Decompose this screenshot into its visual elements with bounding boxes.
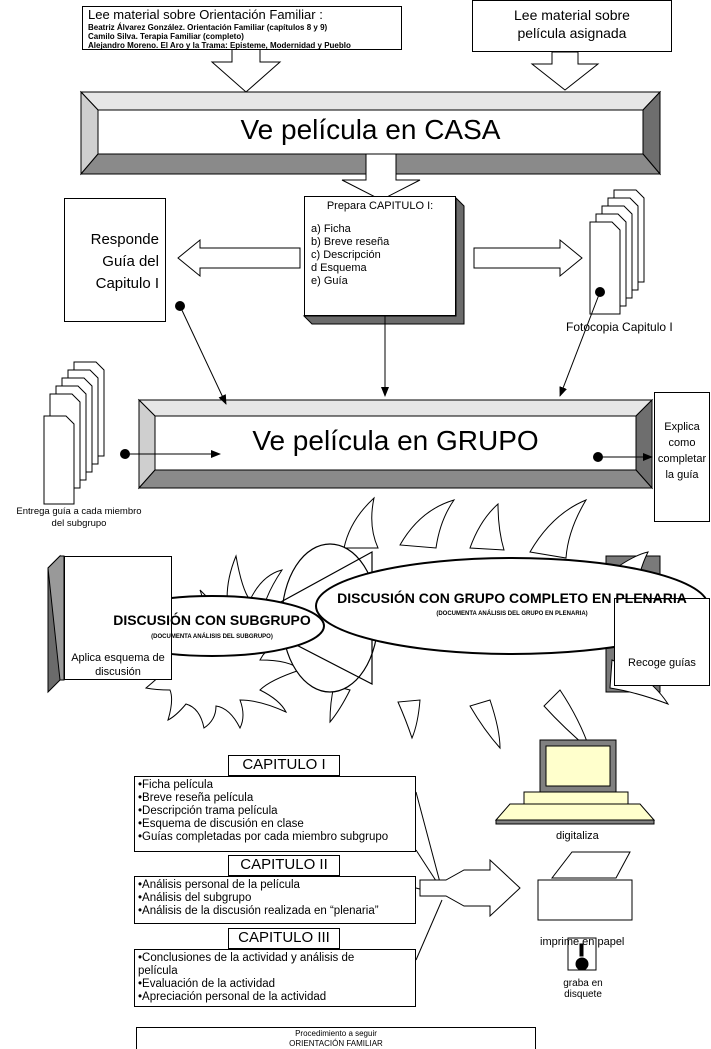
cap3-item-2: •Evaluación de la actividad (138, 978, 276, 990)
plenaria-sub: (DOCUMENTA ANÁLISIS DEL GRUPO EN PLENARI… (436, 611, 588, 617)
recoge-panel: Recoge guías (614, 598, 710, 686)
printer-graphic (537, 851, 633, 921)
arrow-to-fotocopia (473, 238, 583, 278)
responde-line2: Guía del (102, 253, 159, 270)
banner-grupo-label: Ve película en GRUPO (252, 425, 539, 456)
diskette-graphic (567, 937, 597, 971)
down-arrow-casa (341, 153, 421, 201)
arrow-to-printer (419, 858, 521, 918)
entrega-label: Entrega guía a cada miembro del subgrupo (4, 506, 154, 530)
top-left-box: Lee material sobre Orientación Familiar … (82, 6, 402, 50)
cap1-item-3: •Descripción trama película (138, 805, 278, 817)
cap1-list: •Ficha película •Breve reseña película •… (134, 776, 416, 852)
prepara-box: Prepara CAPITULO I: a) Ficha b) Breve re… (304, 196, 456, 316)
top-right-box: Lee material sobre película asignada (472, 0, 672, 52)
prepara-title: Prepara CAPITULO I: (326, 200, 434, 212)
imprime-label: imprime en papel (540, 936, 625, 948)
down-arrow-right (530, 51, 600, 91)
cap3-item-3: •Apreciación personal de la actividad (138, 991, 327, 1003)
responde-box: Responde Guía del Capitulo I (64, 198, 166, 322)
aplica-line2: discusión (95, 666, 141, 678)
cap1-item-1: •Ficha película (138, 779, 213, 791)
banner-grupo-frame (137, 398, 654, 490)
fotocopia-label: Fotocopia Capitulo I (566, 320, 673, 334)
cap3-item-1: •Conclusiones de la actividad y análisis… (138, 952, 355, 964)
cap1-item-5: •Guías completadas por cada miembro subg… (138, 831, 389, 843)
top-left-title: Lee material sobre Orientación Familiar … (88, 7, 323, 22)
ref-1: Beatriz Álvarez González. Orientación Fa… (88, 23, 328, 32)
explica-box: Explica como completar la guía (654, 392, 710, 522)
cap2-title: CAPITULO II (228, 855, 340, 876)
explica-line3: completar (657, 453, 707, 465)
top-right-line1: Lee material sobre (514, 7, 630, 23)
footer-line2: ORIENTACIÓN FAMILIAR (289, 1039, 383, 1048)
subgrupo-title: DISCUSIÓN CON SUBGRUPO (113, 612, 311, 628)
cap2-item-3: •Análisis de la discusión realizada en “… (138, 905, 379, 917)
graba-label: graba en disquete (562, 978, 604, 1000)
cap1-item-4: •Esquema de discusión en clase (138, 818, 304, 830)
explica-line1: Explica (664, 421, 700, 433)
top-right-line2: película asignada (517, 25, 627, 41)
entrega-line2: del subgrupo (51, 518, 107, 529)
explica-line2: como (668, 437, 696, 449)
banner-casa-label: Ve película en CASA (240, 114, 501, 145)
subgrupo-sub: (DOCUMENTA ANÁLISIS DEL SUBGRUPO) (151, 634, 273, 640)
recoge-label: Recoge guías (628, 657, 696, 669)
responde-line1: Responde (90, 231, 159, 248)
cap3-list: •Conclusiones de la actividad y análisis… (134, 949, 416, 1007)
aplica-line1: Aplica esquema de (71, 652, 165, 664)
down-arrow-left (210, 47, 282, 93)
computer-graphic (494, 739, 656, 825)
cap3-title: CAPITULO III (228, 928, 340, 949)
ref-3: Alejandro Moreno. El Aro y la Trama: Epi… (88, 41, 351, 50)
footer-line1: Procedimiento a seguir (295, 1029, 377, 1038)
cap2-item-1: •Análisis personal de la película (138, 879, 300, 891)
prepara-item-esquema: d Esquema (311, 262, 367, 274)
cap2-list: •Análisis personal de la película •Análi… (134, 876, 416, 924)
arrow-to-responde (177, 238, 301, 278)
cap1-item-2: •Breve reseña película (138, 792, 254, 804)
prepara-item-guia: e) Guía (311, 275, 348, 287)
prepara-item-resena: b) Breve reseña (311, 236, 390, 248)
entrega-line1: Entrega guía a cada miembro (16, 506, 142, 517)
aplica-box: Aplica esquema de discusión (64, 556, 172, 680)
cap1-title: CAPITULO I (228, 755, 340, 776)
responde-line3: Capitulo I (95, 275, 159, 292)
cap3-item-1b: película (138, 965, 178, 977)
cap2-item-2: •Análisis del subgrupo (138, 892, 252, 904)
graba-line2: disquete (564, 989, 602, 1000)
banner-casa-frame (79, 90, 662, 176)
prepara-item-ficha: a) Ficha (311, 223, 351, 235)
plenaria-title: DISCUSIÓN CON GRUPO COMPLETO EN PLENARIA (337, 590, 687, 606)
explica-line4: la guía (665, 469, 699, 481)
prepara-item-descripcion: c) Descripción (311, 249, 381, 261)
ref-2: Camilo Silva. Terapia Familiar (completo… (88, 32, 244, 41)
graba-line1: graba en (563, 978, 603, 989)
digitaliza-label: digitaliza (556, 830, 599, 842)
footer-box: Procedimiento a seguir ORIENTACIÓN FAMIL… (136, 1027, 536, 1049)
entrega-stack (43, 361, 105, 505)
